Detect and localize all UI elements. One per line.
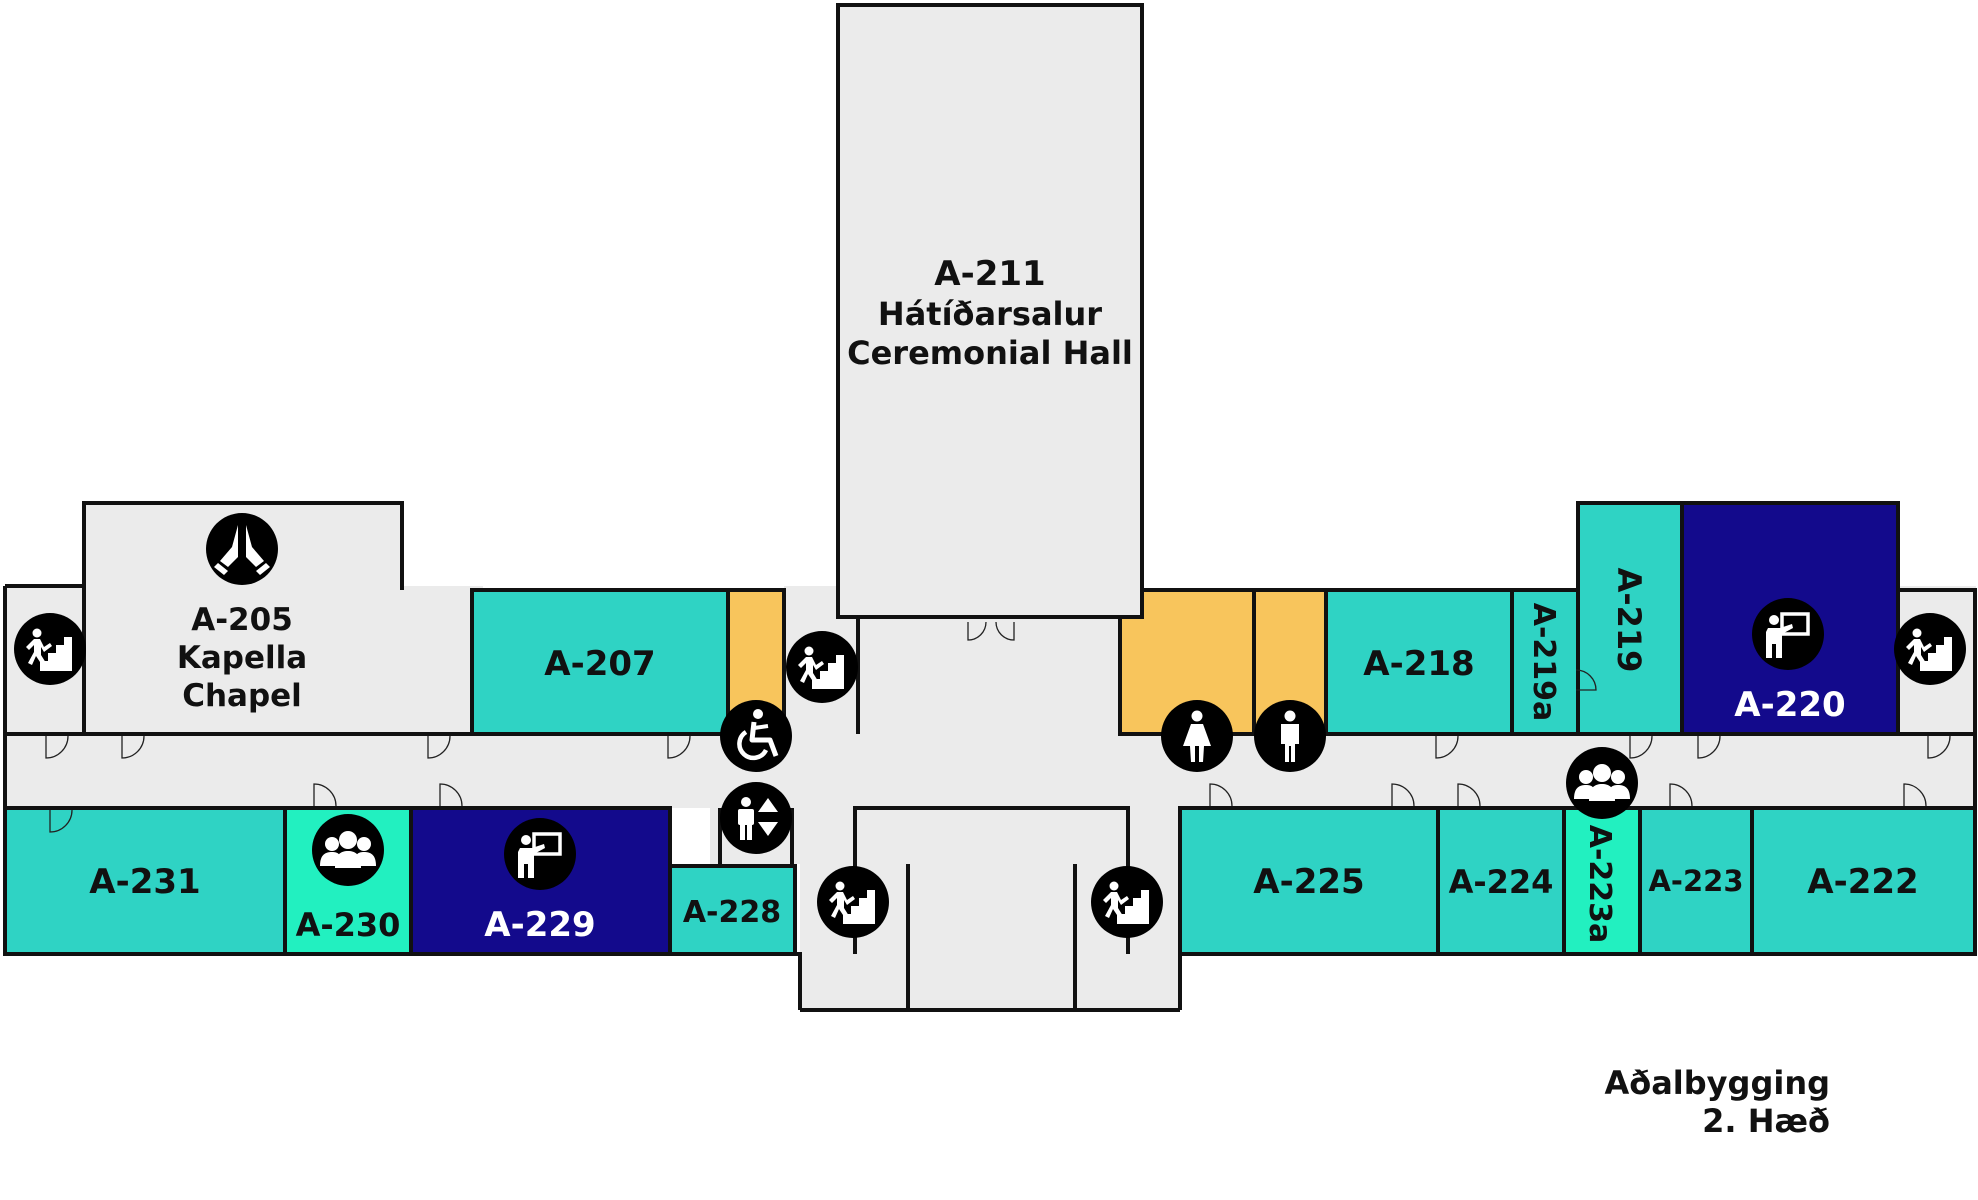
room-a231[interactable]: A-231: [3, 806, 287, 956]
teaching-room-icon: [1750, 596, 1826, 672]
room-a223[interactable]: A-223: [1638, 806, 1754, 956]
room-a205-name-is: Kapella: [177, 640, 307, 676]
room-a211-name-is: Hátíðarsalur: [878, 295, 1102, 333]
stairs-icon: [14, 613, 86, 685]
mens-restroom-icon: [1254, 700, 1326, 772]
womens-restroom-icon: [1161, 700, 1233, 772]
room-a228[interactable]: A-228: [668, 864, 797, 956]
room-a207-id: A-207: [544, 644, 655, 684]
room-a218-id: A-218: [1363, 644, 1474, 684]
room-a225[interactable]: A-225: [1178, 806, 1440, 956]
doors: [45, 621, 1951, 833]
room-a222-id: A-222: [1807, 862, 1918, 902]
group-study-icon: [1566, 747, 1638, 819]
room-a224[interactable]: A-224: [1436, 806, 1566, 956]
stairs-icon: [786, 631, 858, 703]
room-a211-id: A-211: [934, 254, 1045, 294]
room-a223a-id: A-223a: [1582, 825, 1617, 944]
room-a219-id: A-219: [1610, 568, 1648, 673]
room-a223a[interactable]: A-223a: [1562, 806, 1642, 956]
teaching-room-icon: [502, 816, 578, 892]
room-a220-id: A-220: [1734, 685, 1845, 725]
room-a211[interactable]: A-211 Hátíðarsalur Ceremonial Hall: [836, 3, 1144, 619]
room-a205-name-en: Chapel: [182, 678, 302, 714]
room-a218[interactable]: A-218: [1324, 588, 1514, 736]
stairs-icon: [1894, 613, 1966, 685]
room-a231-id: A-231: [89, 862, 200, 902]
building-name: Aðalbygging: [1604, 1064, 1830, 1102]
room-a225-id: A-225: [1253, 862, 1364, 902]
room-a207[interactable]: A-207: [470, 588, 730, 736]
stairs-icon: [817, 866, 889, 938]
room-a230-id: A-230: [296, 906, 401, 944]
room-a205-id: A-205: [191, 602, 293, 638]
room-a219[interactable]: A-219: [1576, 501, 1684, 736]
elevator-icon: [720, 782, 792, 854]
room-a228-id: A-228: [683, 895, 781, 930]
wheelchair-icon: [720, 700, 792, 772]
group-study-icon: [312, 814, 384, 886]
room-a211-name-en: Ceremonial Hall: [847, 334, 1133, 372]
corridor: [5, 504, 1976, 1010]
room-a229-id: A-229: [484, 905, 595, 945]
stairs-icon: [1091, 866, 1163, 938]
praying-hands-icon: [206, 513, 278, 585]
room-a205[interactable]: A-205 Kapella Chapel: [177, 602, 307, 714]
room-a222[interactable]: A-222: [1750, 806, 1977, 956]
room-a223-id: A-223: [1648, 864, 1743, 898]
room-a224-id: A-224: [1449, 863, 1554, 901]
room-a219a[interactable]: A-219a: [1510, 588, 1580, 736]
floor-name: 2. Hæð: [1702, 1102, 1830, 1140]
room-a219a-id: A-219a: [1526, 603, 1561, 722]
